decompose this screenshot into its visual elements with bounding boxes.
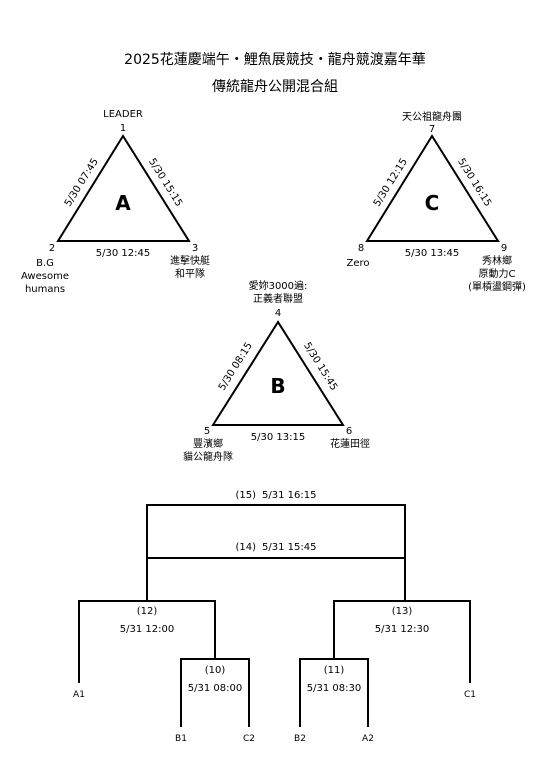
match-12-id: (12) <box>137 606 158 617</box>
seed-c2: C2 <box>243 734 255 744</box>
team-9-name-line-2: 原動力C <box>479 267 516 280</box>
team-5-number: 5 <box>204 426 210 437</box>
group-a-match-bottom: 5/30 12:45 <box>96 248 150 259</box>
match-15-line <box>146 504 406 558</box>
match-12-time: 5/31 12:00 <box>120 624 174 635</box>
team-8-number: 8 <box>358 243 364 254</box>
group-c: C 天公祖龍舟團 7 8 Zero 9 秀林鄉 原動力C (單槓盪鋼彈) 5/3… <box>346 110 526 293</box>
group-a-triangle <box>56 134 191 242</box>
match-10-time: 5/31 08:00 <box>188 683 242 694</box>
match-11-line <box>299 658 369 727</box>
team-3-name-line-1: 進擊快艇 <box>170 254 210 267</box>
team-3-number: 3 <box>192 243 198 254</box>
seed-a1: A1 <box>73 690 85 700</box>
match-13-line <box>333 600 471 683</box>
team-2-name-line-2: Awesome <box>21 271 69 282</box>
group-b-letter: B <box>270 374 285 398</box>
team-4-name-line-2: 正義者聯盟 <box>253 292 303 305</box>
team-1-name: LEADER <box>103 109 143 120</box>
group-c-letter: C <box>425 191 440 215</box>
team-8-name: Zero <box>346 258 369 269</box>
group-b-triangle <box>211 320 345 426</box>
match-15-label: (15) 5/31 16:15 <box>236 490 317 501</box>
team-6-name: 花蓮田徑 <box>330 437 370 450</box>
group-a: A LEADER 1 2 B.G Awesome humans 3 進擊快艇 和… <box>21 109 210 295</box>
title-line-1: 2025花蓮慶端午・鯉魚展競技・龍舟競渡嘉年華 <box>124 51 426 68</box>
group-b: B 愛妳3000遍: 正義者聯盟 4 5 豐濱鄉 貓公龍舟隊 6 花蓮田徑 5/… <box>183 279 370 463</box>
team-5-name-line-2: 貓公龍舟隊 <box>183 450 233 463</box>
match-10-id: (10) <box>205 665 226 676</box>
knockout-bracket <box>78 504 471 727</box>
match-10-line <box>180 658 250 727</box>
team-7-name: 天公祖龍舟團 <box>402 110 462 123</box>
team-3-name-line-2: 和平隊 <box>175 267 205 280</box>
seed-a2: A2 <box>362 734 374 744</box>
team-9-number: 9 <box>501 243 507 254</box>
team-2-number: 2 <box>49 243 55 254</box>
seed-b1: B1 <box>175 734 187 744</box>
title-line-2: 傳統龍舟公開混合組 <box>212 78 338 95</box>
team-6-number: 6 <box>346 426 352 437</box>
match-14-id: (14) <box>236 542 257 553</box>
group-c-match-bottom: 5/30 13:45 <box>405 248 459 259</box>
group-c-triangle <box>365 134 500 242</box>
team-7-number: 7 <box>429 124 435 135</box>
group-a-letter: A <box>115 191 131 215</box>
team-9-name-line-3: (單槓盪鋼彈) <box>468 280 526 293</box>
match-13-id: (13) <box>392 606 413 617</box>
match-14-time: 5/31 15:45 <box>262 542 316 553</box>
team-4-name-line-1: 愛妳3000遍: <box>249 279 308 292</box>
group-b-match-bottom: 5/30 13:15 <box>251 432 305 443</box>
seed-c1: C1 <box>464 690 476 700</box>
team-1-number: 1 <box>120 123 126 134</box>
team-2-name-line-3: humans <box>25 284 65 295</box>
team-4-number: 4 <box>275 308 281 319</box>
match-11-id: (11) <box>324 665 345 676</box>
team-5-name-line-1: 豐濱鄉 <box>193 437 223 450</box>
seed-b2: B2 <box>294 734 306 744</box>
match-13-time: 5/31 12:30 <box>375 624 429 635</box>
match-14-label: (14) 5/31 15:45 <box>236 542 317 553</box>
match-11-time: 5/31 08:30 <box>307 683 361 694</box>
team-9-name-line-1: 秀林鄉 <box>482 254 512 267</box>
match-15-time: 5/31 16:15 <box>262 490 316 501</box>
match-15-id: (15) <box>236 490 257 501</box>
team-2-name-line-1: B.G <box>36 258 54 269</box>
